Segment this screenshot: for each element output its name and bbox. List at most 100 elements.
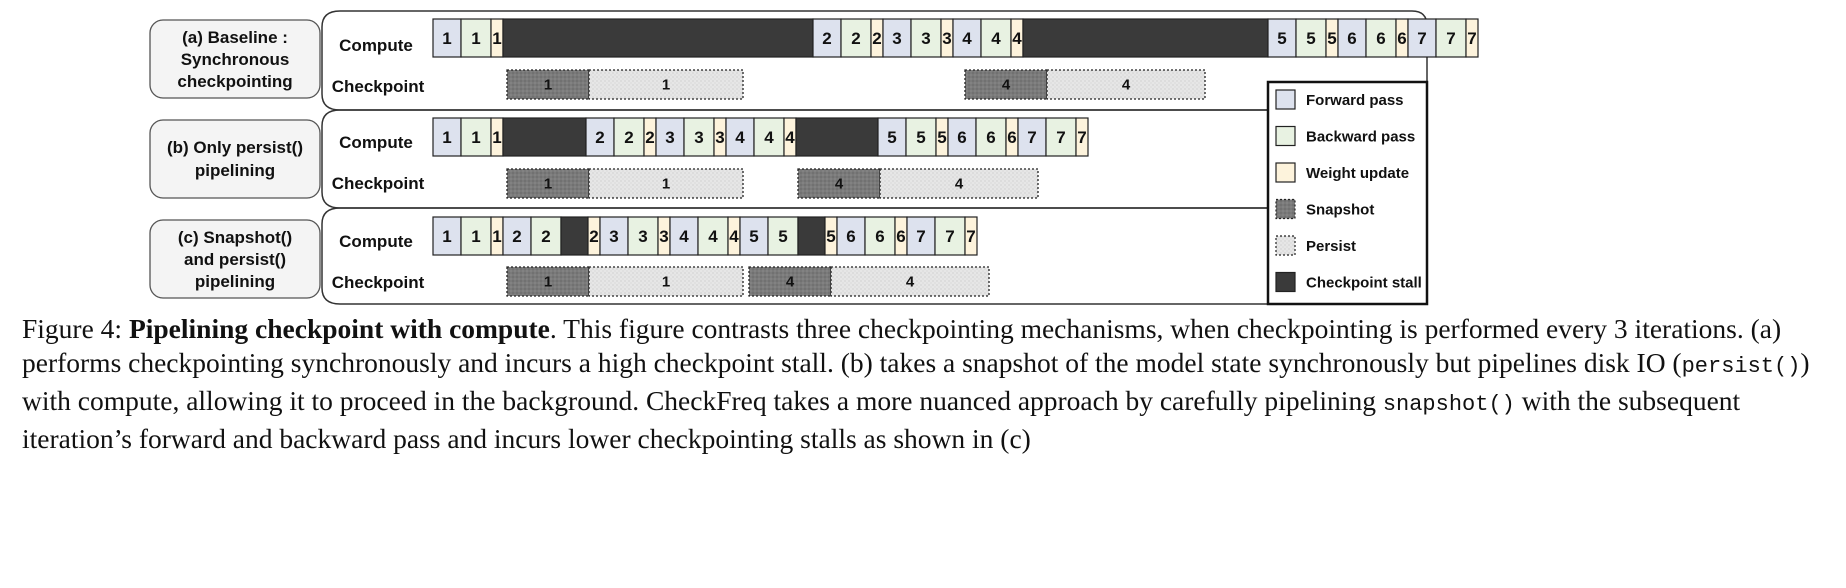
panel-c-block-label: 5 xyxy=(749,227,758,246)
panel-b-block-label: 5 xyxy=(937,128,946,147)
legend-label-forward: Forward pass xyxy=(1306,92,1404,109)
panel-a-block-label: 4 xyxy=(962,29,972,48)
legend-label-stall: Checkpoint stall xyxy=(1306,275,1422,292)
panel-b-block-label: 4 xyxy=(785,128,795,147)
legend-swatch-snapshot xyxy=(1275,198,1296,220)
panel-c-block-label: 4 xyxy=(708,227,718,246)
panel-b-block-label: 6 xyxy=(957,128,966,147)
panel-b-persist-label: 1 xyxy=(662,176,670,193)
panel-a-backward-block xyxy=(460,18,492,58)
panel-b-block-label: 5 xyxy=(916,128,925,147)
legend-swatch-forward xyxy=(1275,89,1296,110)
panel-a-block-label: 3 xyxy=(892,29,901,48)
panel-c-block-label: 6 xyxy=(846,227,855,246)
panel-frame-a xyxy=(321,10,1428,111)
panel-a-block-label: 4 xyxy=(1012,29,1022,48)
panel-c-persist-label: 1 xyxy=(662,274,670,291)
panel-b-label-line2: pipelining xyxy=(195,161,275,180)
panel-a-checkpoint-label: Checkpoint xyxy=(332,77,425,96)
panel-a-block-label: 1 xyxy=(492,29,501,48)
panel-a-label-line1: (a) Baseline : xyxy=(182,28,288,47)
legend-swatch-stall xyxy=(1275,271,1296,293)
panel-c-block-label: 7 xyxy=(916,227,925,246)
panel-b-backward-block xyxy=(683,117,715,157)
panel-b-update-block xyxy=(1075,117,1089,157)
panel-a-snapshot-label: 1 xyxy=(544,77,552,94)
panel-c-snapshot-block xyxy=(748,266,832,297)
panel-a-block-label: 7 xyxy=(1417,29,1426,48)
figure-caption: Figure 4: Pipelining checkpoint with com… xyxy=(22,312,1837,456)
panel-c-backward-block xyxy=(530,216,562,256)
caption-bold-title: Pipelining checkpoint with compute xyxy=(128,313,550,344)
legend-label-persist: Persist xyxy=(1306,238,1356,255)
panel-b-snapshot-label: 1 xyxy=(544,176,552,193)
panel-b-block-label: 4 xyxy=(735,128,745,147)
panel-a-forward-block xyxy=(812,18,842,58)
legend-frame xyxy=(1266,80,1429,306)
panel-c-snapshot-label: 1 xyxy=(544,274,552,291)
panel-b-block-label: 7 xyxy=(1027,128,1036,147)
panel-label-c: (c) Snapshot() and persist() pipelining xyxy=(149,219,321,299)
panel-a-forward-block xyxy=(1337,18,1367,58)
caption-code-snapshot: snapshot() xyxy=(1382,392,1515,417)
panel-a-block-label: 6 xyxy=(1376,29,1385,48)
panel-a-persist-label: 4 xyxy=(1122,77,1131,94)
caption-text-1: . This figure contrasts three checkpoint… xyxy=(22,313,1782,378)
panel-a-block-label: 1 xyxy=(471,29,480,48)
panel-a-block-label: 2 xyxy=(851,29,860,48)
panel-c-block-label: 1 xyxy=(442,227,451,246)
panel-a-snapshot-block xyxy=(964,69,1048,100)
panel-b-block-label: 7 xyxy=(1056,128,1065,147)
panel-c-backward-block xyxy=(697,216,729,256)
panel-c-snapshot-label: 4 xyxy=(786,274,795,291)
panel-c-compute-label: Compute xyxy=(339,232,413,251)
panel-c-persist-block xyxy=(588,266,744,297)
panel-b-block-label: 2 xyxy=(645,128,654,147)
panel-c-backward-block xyxy=(767,216,799,256)
panel-c-backward-block xyxy=(627,216,659,256)
panel-c-block-label: 2 xyxy=(541,227,550,246)
panel-b-block-label: 5 xyxy=(887,128,896,147)
panel-c-block-label: 5 xyxy=(826,227,835,246)
panel-b-persist-label: 4 xyxy=(955,176,964,193)
panel-b-block-label: 3 xyxy=(665,128,674,147)
panel-b-stall-block xyxy=(502,117,587,157)
panel-a-block-label: 3 xyxy=(921,29,930,48)
panel-c-checkpoint-label: Checkpoint xyxy=(332,273,425,292)
panel-a-update-block xyxy=(1465,18,1479,58)
panel-c-forward-block xyxy=(906,216,936,256)
panel-c-block-label: 3 xyxy=(638,227,647,246)
panel-a-block-label: 1 xyxy=(442,29,451,48)
panel-b-block-label: 7 xyxy=(1077,128,1086,147)
panel-b-stall-block xyxy=(795,117,879,157)
panel-a-label-line2: Synchronous xyxy=(181,50,290,69)
panel-c-persist-label: 4 xyxy=(906,274,915,291)
panel-a-stall-block xyxy=(1022,18,1269,58)
panel-a-block-label: 7 xyxy=(1446,29,1455,48)
panel-c-stall-block xyxy=(560,216,589,256)
panel-c-block-label: 2 xyxy=(589,227,598,246)
panel-b-block-label: 6 xyxy=(1007,128,1016,147)
panel-a-block-label: 5 xyxy=(1306,29,1315,48)
panel-a-backward-block xyxy=(1295,18,1327,58)
panel-c-block-label: 7 xyxy=(945,227,954,246)
panel-c-stall-block xyxy=(797,216,826,256)
panel-b-block-label: 2 xyxy=(624,128,633,147)
panel-frame-c xyxy=(321,207,1269,305)
panel-a-compute-label: Compute xyxy=(339,36,413,55)
panel-c-block-label: 4 xyxy=(729,227,739,246)
panel-b-persist-block xyxy=(588,168,744,199)
figure-diagram: (a) Baseline : Synchronous checkpointing… xyxy=(149,10,1479,306)
panel-b-forward-block xyxy=(1017,117,1047,157)
panel-a-block-label: 7 xyxy=(1467,29,1476,48)
panel-a-persist-label: 1 xyxy=(662,77,670,94)
panel-a-persist-block xyxy=(588,69,744,100)
panel-c-block-label: 7 xyxy=(966,227,975,246)
panel-b-block-label: 1 xyxy=(492,128,501,147)
panel-a-block-label: 3 xyxy=(942,29,951,48)
panel-b-block-label: 3 xyxy=(715,128,724,147)
panel-a-forward-block xyxy=(1407,18,1437,58)
